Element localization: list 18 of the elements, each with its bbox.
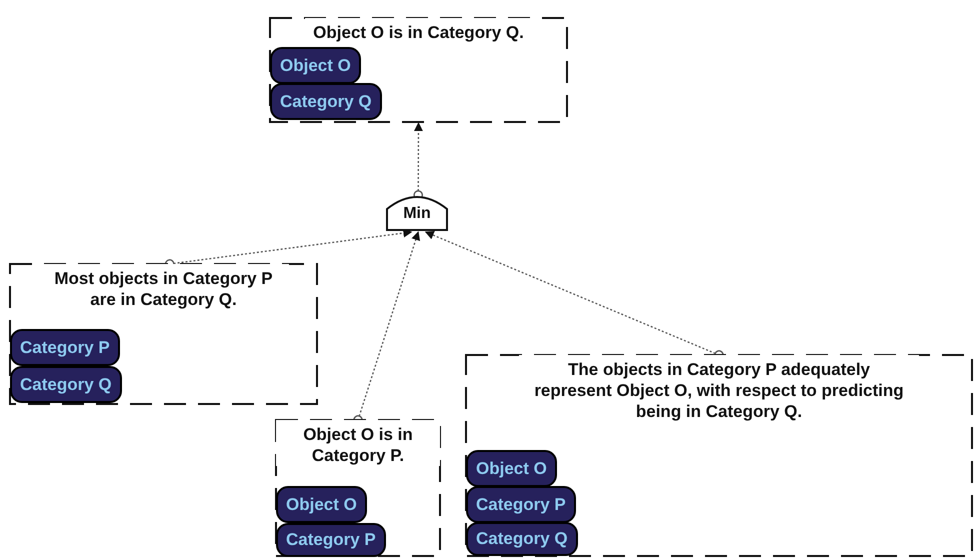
term-pill: Category P — [466, 486, 576, 523]
term-pill: Object O — [270, 47, 361, 84]
dashed-group-box — [10, 264, 317, 404]
term-pill: Category Q — [466, 522, 578, 556]
dashed-group-box — [270, 18, 567, 122]
term-pill: Category Q — [270, 83, 382, 120]
term-pill: Category P — [276, 523, 386, 557]
dashed-group-box — [466, 355, 972, 556]
statement-text: Object O is in Category P. — [276, 420, 440, 466]
term-pill: Category P — [10, 329, 120, 366]
term-pill: Object O — [276, 486, 367, 523]
min-gate — [386, 195, 448, 231]
dashed-group-box — [276, 420, 440, 556]
term-pill: Category Q — [10, 366, 122, 403]
statement-text: Object O is in Category Q. — [305, 18, 532, 43]
statement-text: The objects in Category P adequately represent Object O, with respect to predicting being in Category Q. — [519, 355, 919, 422]
term-pill: Object O — [466, 450, 557, 487]
gate-label: Min — [403, 204, 431, 224]
